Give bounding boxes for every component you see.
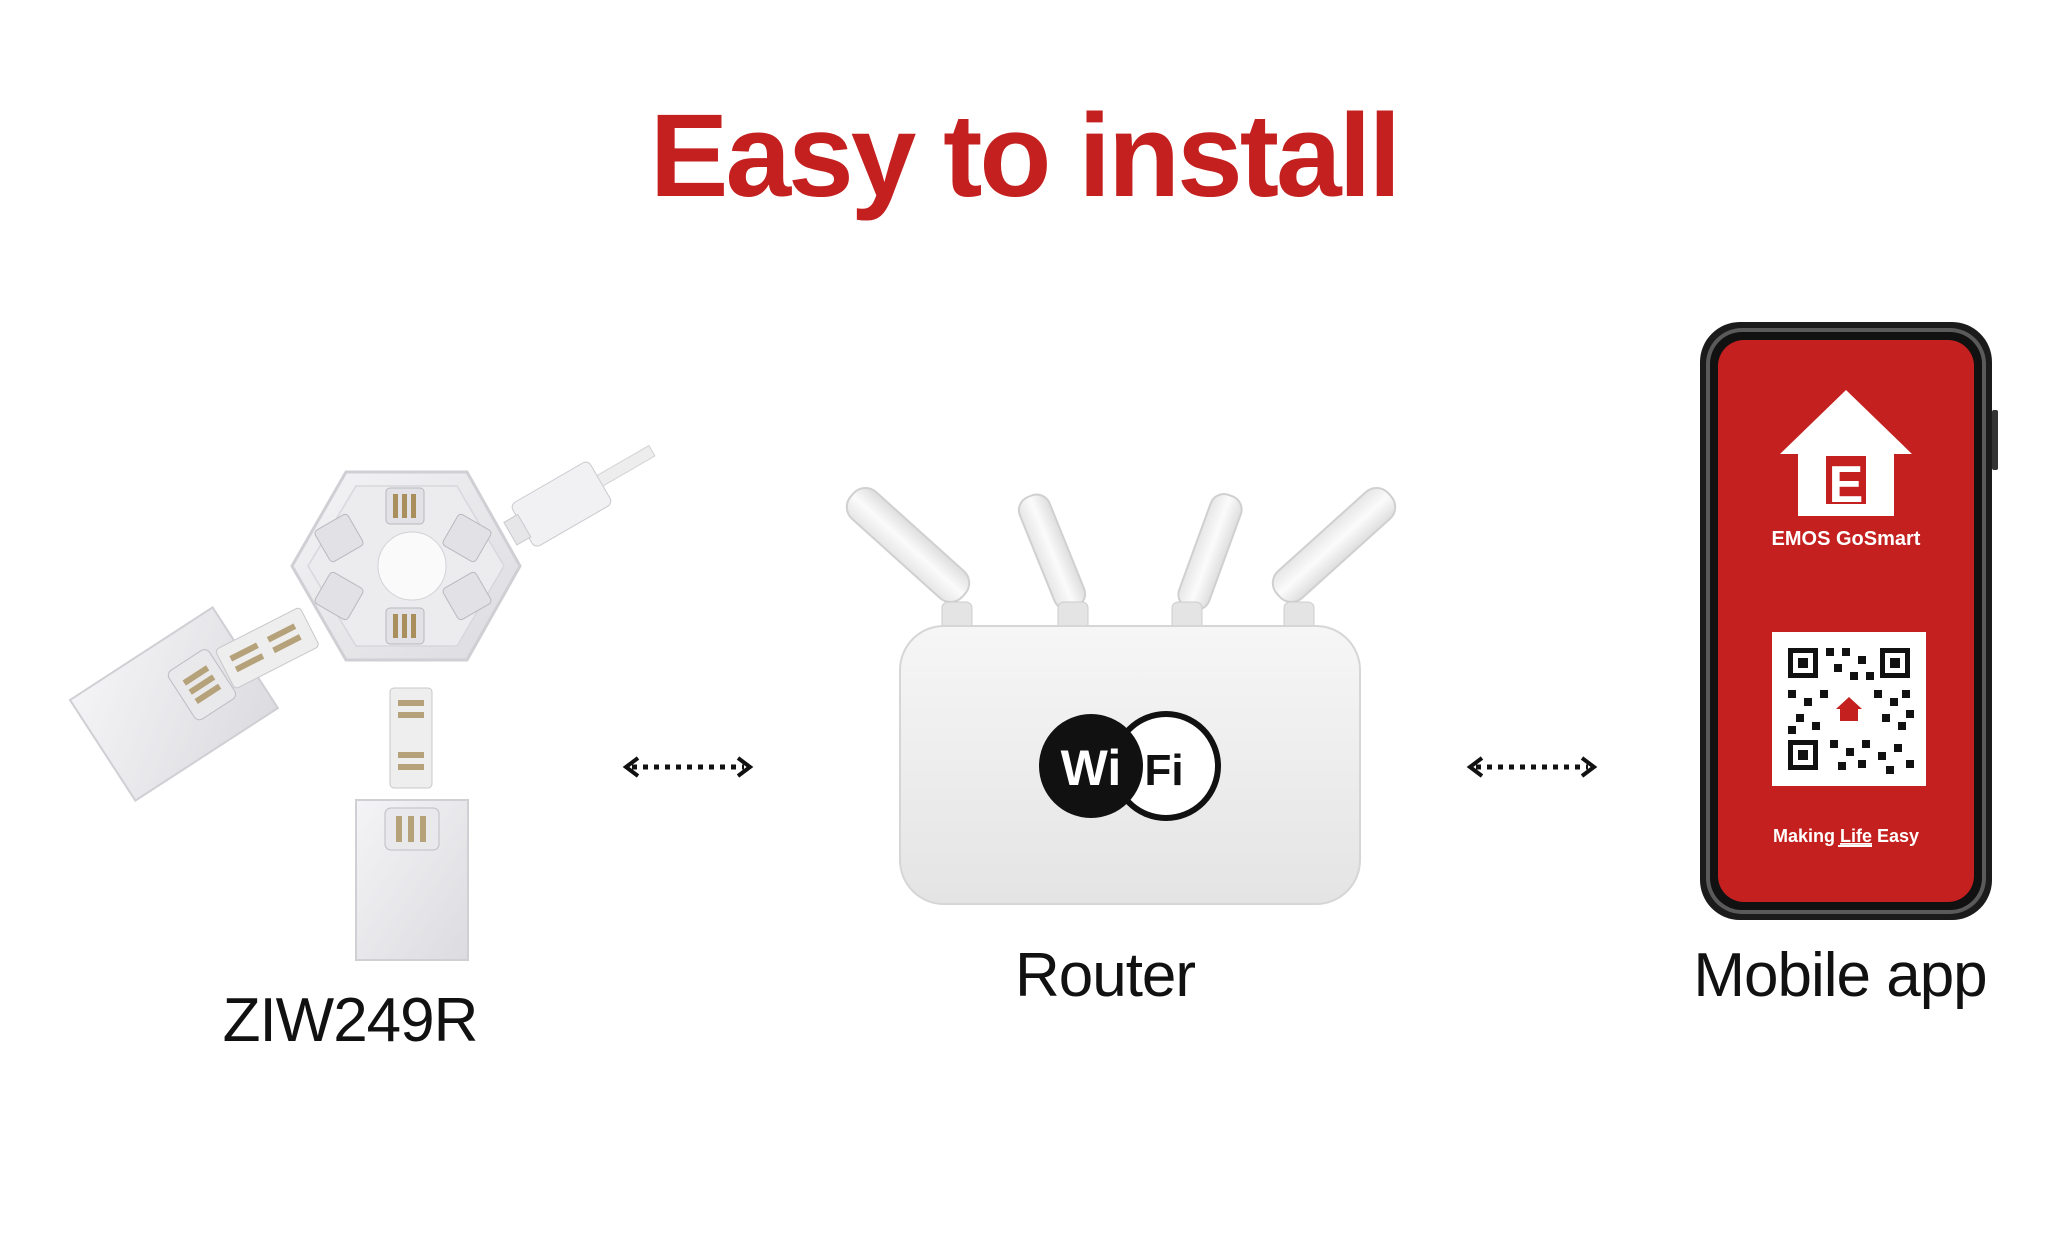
emos-house-logo-icon: E bbox=[1780, 390, 1912, 516]
bridge-connector-bottom bbox=[389, 687, 433, 789]
mobile-app-label: Mobile app bbox=[1693, 941, 1987, 1010]
qr-code-icon bbox=[1772, 632, 1926, 786]
wifi-logo-icon: Wi Fi bbox=[1039, 711, 1221, 821]
power-plug bbox=[503, 444, 656, 547]
light-strip-bottom bbox=[355, 799, 469, 961]
double-arrow-icon bbox=[1466, 756, 1598, 778]
app-name: EMOS GoSmart bbox=[1772, 528, 1921, 550]
hexagon-controller-icon bbox=[68, 444, 656, 961]
router-label: Router bbox=[1014, 941, 1196, 1010]
wifi-left-text: Wi bbox=[1061, 740, 1122, 796]
device-label: ZIW249R bbox=[222, 986, 479, 1055]
double-arrow-icon bbox=[622, 756, 754, 778]
bridge-connector-left bbox=[215, 607, 319, 689]
router-icon bbox=[845, 487, 1397, 905]
page-title: Easy to install bbox=[649, 90, 1402, 222]
logo-letter: E bbox=[1829, 456, 1864, 514]
app-tagline: Making Life Easy bbox=[1773, 826, 1919, 846]
wifi-right-text: Fi bbox=[1144, 746, 1183, 795]
